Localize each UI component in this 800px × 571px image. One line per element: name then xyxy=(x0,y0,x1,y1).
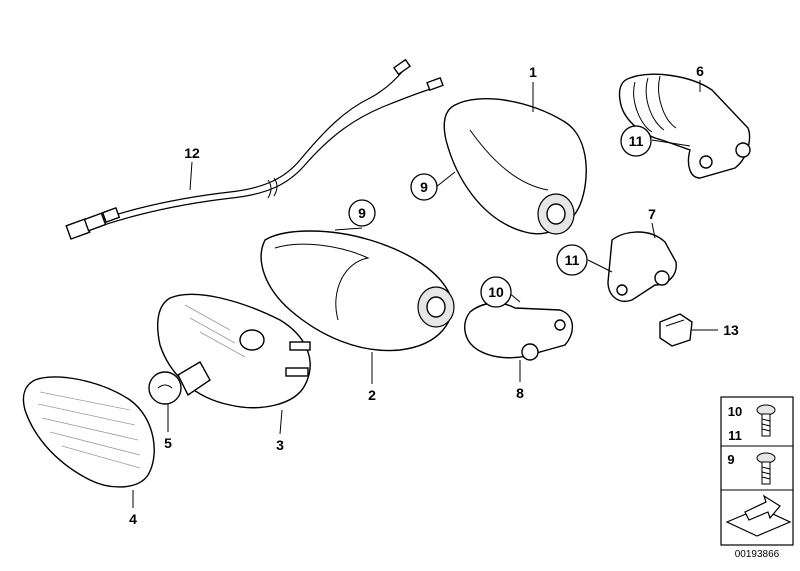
legend-row1-top: 10 xyxy=(728,404,742,419)
bulb xyxy=(148,361,211,405)
callout-labels: 1 9 6 11 9 7 11 10 13 8 2 3 5 4 12 xyxy=(129,63,739,527)
callout-11a: 11 xyxy=(629,133,644,149)
arrow-icon xyxy=(725,494,792,537)
callout-3: 3 xyxy=(276,437,284,453)
callout-13: 13 xyxy=(723,322,739,338)
callout-11b: 11 xyxy=(565,252,580,268)
legend-row1-bottom: 11 xyxy=(728,428,742,443)
bracket-8 xyxy=(464,302,573,361)
callout-10: 10 xyxy=(488,284,504,300)
callout-10-circle xyxy=(480,276,512,308)
screw-icon xyxy=(756,404,776,437)
wiring-harness xyxy=(65,58,444,240)
callout-4: 4 xyxy=(129,511,137,527)
callout-6: 6 xyxy=(696,63,704,79)
callout-9a-circle xyxy=(410,173,438,201)
leader-lines xyxy=(132,80,718,508)
clip-13 xyxy=(659,313,693,347)
callout-8: 8 xyxy=(516,385,524,401)
document-number: 00193866 xyxy=(735,549,780,560)
legend-row2: 9 xyxy=(727,452,734,467)
callout-2: 2 xyxy=(368,387,376,403)
bracket-7 xyxy=(607,231,677,302)
callout-9a: 9 xyxy=(420,179,428,195)
callout-9b-circle xyxy=(348,199,376,227)
callout-1: 1 xyxy=(529,64,537,80)
callout-11a-circle xyxy=(620,125,652,157)
callout-12: 12 xyxy=(184,145,200,161)
screw-icon xyxy=(756,452,776,485)
housing-main xyxy=(260,230,455,352)
callout-7: 7 xyxy=(648,206,656,222)
legend-box: 10 11 9 xyxy=(720,396,794,546)
callout-11b-circle xyxy=(556,244,588,276)
housing-upper xyxy=(443,98,587,235)
mount-sleeve xyxy=(618,73,751,179)
lens-cover xyxy=(22,376,155,488)
callout-9b: 9 xyxy=(358,205,366,221)
callout-5: 5 xyxy=(164,435,172,451)
